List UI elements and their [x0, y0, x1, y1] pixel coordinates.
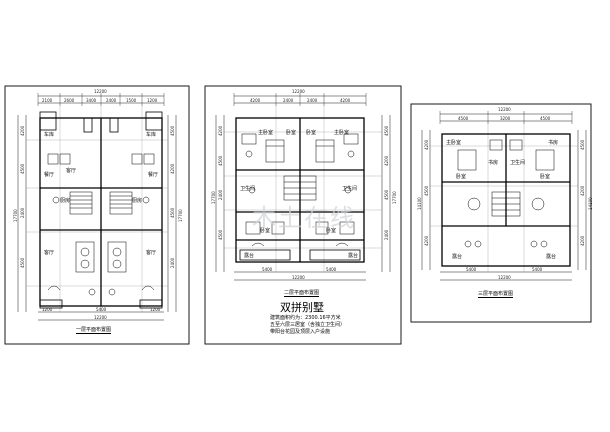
p2-left-dim-total: 17700: [211, 191, 216, 204]
p2-top-dim: 4200: [340, 98, 351, 103]
p3-bottom-dim-total: 12200: [498, 275, 511, 280]
p1-top-dim: 1500: [126, 98, 137, 103]
panel3-plan: [421, 111, 587, 281]
p1-left-dim: 2400: [20, 207, 25, 218]
p1-room-label: 客厅: [44, 250, 55, 256]
p2-left-dim: 4500: [218, 155, 223, 166]
p2-bottom-dim: 5400: [326, 267, 337, 272]
p1-left-dim: 4200: [20, 125, 25, 136]
p1-top-dim: 2600: [64, 98, 75, 103]
p3-right-dim: 4200: [580, 185, 585, 196]
panel2-frame: [204, 85, 402, 345]
p1-left-dim-total: 17700: [13, 209, 18, 222]
p1-top-dim: 1200: [147, 98, 158, 103]
p2-bottom-dim-total: 12200: [292, 275, 305, 280]
p1-right-dim: 4500: [170, 125, 175, 136]
p2-room-label: 主卧室: [258, 130, 274, 136]
p1-top-dim-total: 12200: [94, 89, 107, 94]
p2-top-dim: 4200: [250, 98, 261, 103]
p1-room-label: 餐厅: [148, 172, 159, 178]
p2-left-dim: 4500: [218, 229, 223, 240]
p2-room-label: 主卧室: [334, 130, 350, 136]
p3-left-dim: 4200: [424, 139, 429, 150]
panel3-frame: [410, 103, 592, 323]
p3-right-dim-total: 14100: [588, 197, 593, 210]
p1-right-dim: 2400: [170, 257, 175, 268]
p3-room-label: 卫生间: [510, 160, 526, 166]
p1-top-dim: 2400: [106, 98, 117, 103]
p2-title: 二层平面布置图: [284, 290, 320, 297]
p1-room-label: 客厅: [146, 250, 157, 256]
p3-room-label: 书房: [548, 140, 559, 146]
watermark-text: 木土在线: [252, 204, 356, 232]
p3-left-dim: 4200: [424, 235, 429, 246]
p1-room-label: 厨房: [60, 198, 71, 204]
p2-right-dim: 4200: [384, 155, 389, 166]
p3-left-dim: 4500: [424, 185, 429, 196]
p2-bottom-dim: 5400: [262, 267, 273, 272]
p1-room-label: 车库: [44, 132, 55, 138]
p3-room-label: 露台: [546, 254, 557, 260]
p2-room-label: 卧室: [260, 228, 271, 234]
panel2-plan: [215, 93, 391, 281]
p2-note: 建筑面积约为：2300.16平方米: [270, 315, 341, 321]
p3-title: 三层平面布置图: [478, 291, 514, 298]
p3-room-label: 主卧室: [446, 140, 462, 146]
p1-top-dim: 2100: [42, 98, 53, 103]
p1-right-dim: 4500: [170, 207, 175, 218]
p1-left-dim: 4500: [20, 257, 25, 268]
p2-big-title: 双拼别墅: [280, 301, 324, 314]
p3-top-dim: 4500: [458, 116, 469, 121]
p1-room-label: 餐厅: [44, 172, 55, 178]
p2-right-dim: 2400: [384, 229, 389, 240]
p1-bottom-dim: 1200: [42, 307, 53, 312]
p2-top-dim: 2400: [307, 98, 318, 103]
p2-room-label: 露台: [348, 253, 359, 259]
p1-right-dim: 4200: [170, 163, 175, 174]
p1-bottom-dim-total: 12200: [94, 315, 107, 320]
p2-room-label: 卫生间: [342, 186, 358, 192]
p2-room-label: 卧室: [326, 228, 337, 234]
p1-room-label: 厨房: [132, 198, 143, 204]
p1-left-dim: 4500: [20, 163, 25, 174]
p3-right-dim: 4500: [580, 139, 585, 150]
p3-room-label: 露台: [452, 254, 463, 260]
p2-right-dim: 4500: [384, 125, 389, 136]
p2-room-label: 卧室: [286, 130, 297, 136]
p2-top-dim-total: 12200: [292, 89, 305, 94]
p2-left-dim: 4200: [218, 125, 223, 136]
p3-room-label: 卧室: [456, 174, 467, 180]
p1-bottom-dim: 5400: [96, 307, 107, 312]
p3-top-dim: 4500: [540, 116, 551, 121]
p2-right-dim-total: 17700: [392, 191, 397, 204]
p1-bottom-dim: 1200: [150, 307, 161, 312]
p2-room-label: 露台: [244, 253, 255, 259]
p1-title: 一层平面布置图: [76, 327, 112, 334]
p1-right-dim-total: 17700: [178, 209, 183, 222]
panel1-frame: [4, 85, 190, 345]
p2-top-dim: 2400: [283, 98, 294, 103]
p1-room-label: 车库: [146, 132, 157, 138]
p1-top-dim: 3400: [86, 98, 97, 103]
p3-bottom-dim: 5400: [466, 267, 477, 272]
p3-top-dim-total: 12200: [498, 107, 511, 112]
p1-room-label: 客厅: [66, 168, 77, 174]
p2-room-label: 卧室: [306, 130, 317, 136]
p3-top-dim: 3200: [500, 116, 511, 121]
p2-note: 带阳台花园及顶层入户设施: [270, 329, 331, 335]
p2-room-label: 卫生间: [240, 186, 256, 192]
p3-room-label: 书房: [488, 160, 499, 166]
p3-left-dim-total: 14100: [417, 197, 422, 210]
p3-room-label: 卧室: [540, 174, 551, 180]
p3-bottom-dim: 5400: [532, 267, 543, 272]
p2-left-dim: 2400: [218, 189, 223, 200]
p2-note: 五至六层三居室（含独立卫生间）: [270, 322, 346, 328]
panel1-plan: [17, 93, 177, 321]
p3-right-dim: 4200: [580, 235, 585, 246]
p2-right-dim: 4500: [384, 189, 389, 200]
